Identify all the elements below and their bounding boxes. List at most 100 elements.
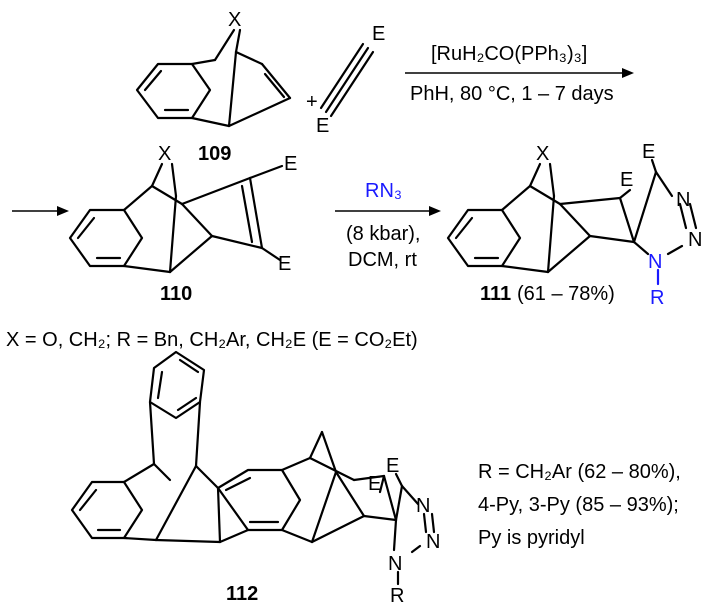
bond [500,264,550,274]
bond [194,464,220,490]
compound-number-110: 110 [160,283,192,305]
arrowhead [429,206,441,216]
bond [378,474,386,494]
benzene-inner-bond [224,476,252,492]
bond [260,62,292,100]
bond [632,170,658,244]
n-atom-label-blue: N [648,251,662,273]
benzene-inner-bond [143,69,163,92]
bond [654,170,674,198]
bond [227,96,292,128]
benzene-ring [68,208,144,268]
bond [546,234,592,274]
bond [234,50,264,66]
bond [588,234,636,244]
bond [122,264,172,274]
n-atom-label: N [388,553,402,575]
compound-111-yield: (61 – 78%) [517,283,615,305]
bond [308,456,356,482]
r-definition-line-2: 4-Py, 3-Py (85 – 93%); [478,494,679,516]
benzene-inner-bond [76,216,96,240]
x-atom-label: X [158,143,171,165]
lead-in-arrow [12,206,69,216]
bond [213,28,236,62]
benzene-ring [148,350,206,420]
step1-conditions: PhH, 80 °C, 1 – 7 days [410,83,614,105]
bond [218,528,250,544]
triple-bond [319,42,365,110]
alkyne-reagent: E E [316,23,385,137]
bond [500,184,532,212]
triple-bond [324,46,370,114]
e-atom-label: E [372,23,385,45]
r-atom-label: R [390,585,404,606]
bond [394,484,404,522]
step2-conditions-solvent: DCM, rt [348,249,417,271]
bond [618,188,632,200]
bond [180,176,252,206]
substituent-definitions: X = O, CH₂; R = Bn, CH₂Ar, CH₂E (E = CO₂… [6,329,418,351]
bond [308,430,324,460]
bond [210,234,264,250]
bond [150,162,164,188]
bond [227,50,238,128]
compound-112: E E N N N R 112 [70,350,440,606]
n-n-double-bond [688,202,698,230]
bond [362,514,398,522]
arrowhead [622,68,634,78]
x-atom-label: X [536,143,549,165]
arrowhead [57,206,69,216]
bond [170,162,178,198]
bond [122,462,156,484]
bond [400,484,420,506]
bond [148,400,156,466]
benzene-inner-bond [176,396,198,412]
bond [190,58,217,66]
bond [334,470,366,518]
r-definition-line-1: R = CH₂Ar (62 – 80%), [478,461,681,483]
bond [528,162,542,188]
triple-bond [329,50,375,118]
bond [234,28,242,54]
e-atom-label: E [278,253,291,275]
n-n-bond [678,202,688,230]
bond [310,470,338,544]
double-bond [248,176,264,250]
bond [320,430,338,474]
bond [280,528,314,544]
bond [248,164,284,180]
bond [168,194,178,274]
benzene-inner-bond [178,358,200,374]
benzene-ring [446,208,522,268]
bond [650,158,658,174]
bond [154,538,222,544]
n-n-bond [422,512,428,534]
reaction-arrow-1: [RuH₂CO(PPh₃)₃] PhH, 80 °C, 1 – 7 days [405,43,634,105]
n-atom-label: N [426,531,440,553]
bond [548,162,556,198]
bond [632,240,650,256]
bond [392,518,398,552]
bond [558,196,622,206]
bond [394,472,404,488]
bond [310,514,366,544]
compound-109: X 109 [135,9,292,165]
double-bond-inner [240,184,254,244]
bond [216,486,222,544]
bond [280,456,312,472]
compound-number-112: 112 [226,583,258,605]
benzene-inner-bond [454,216,474,240]
bond [180,202,214,238]
benzene-ring [70,480,144,540]
n-atom-label: N [416,495,430,517]
step2-conditions-pressure: (8 kbar), [346,223,420,245]
bond [382,474,398,522]
bond [152,462,172,482]
n-atom-label: N [688,229,702,251]
n-n-bond [410,544,422,554]
n-atom-label: N [676,189,690,211]
e-atom-label: E [368,473,381,495]
compound-number-109: 109 [198,143,231,165]
r-definition-line-3: Py is pyridyl [478,527,585,549]
